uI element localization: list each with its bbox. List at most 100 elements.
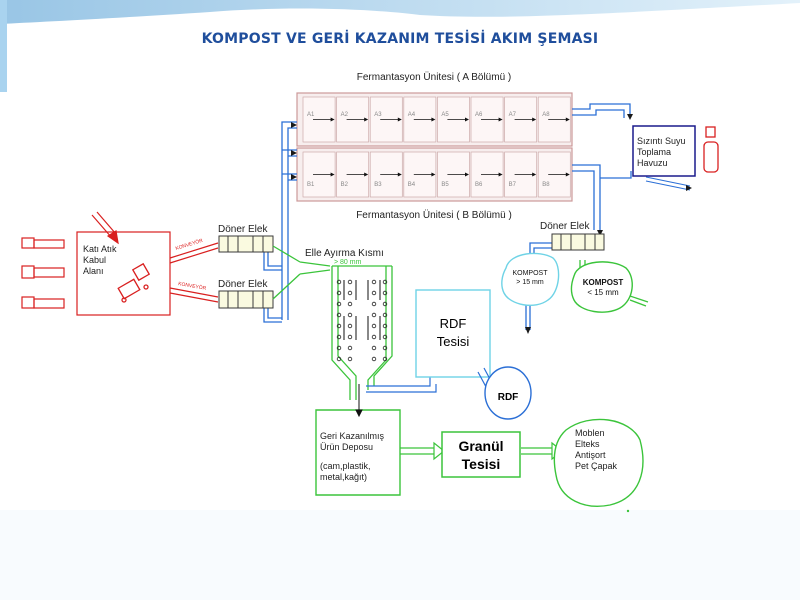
- sorting-station: [336, 323, 342, 329]
- sorting-station: [347, 334, 353, 340]
- ferm-flow-arrowhead: [431, 172, 436, 177]
- sorting-station: [347, 290, 353, 296]
- kompost-gt15-line2: > 15 mm: [516, 279, 544, 286]
- ferm-cell-label: A3: [374, 112, 382, 118]
- sorting-station: [347, 323, 353, 329]
- ferm-a-cells: A1 A2 A3 A4 A5 A6 A7 A8: [302, 96, 571, 143]
- doner-elek-1-label: Döner Elek: [218, 224, 268, 235]
- ferm-cell-label: B8: [542, 182, 550, 188]
- sizinti-line3: Havuzu: [637, 158, 668, 168]
- product-item: Antişort: [575, 450, 606, 460]
- doner-elek-2: [218, 290, 274, 309]
- ferm-cell-label: A5: [441, 112, 449, 118]
- ferm-flow-arrowhead: [532, 172, 537, 177]
- green-flow-lines: [272, 245, 649, 496]
- rdf-tesisi-box: [415, 289, 491, 378]
- sorting-station: [371, 334, 377, 340]
- granul-line1: Granül: [458, 438, 503, 454]
- sorting-station: [371, 279, 377, 285]
- tank-icon: [703, 126, 719, 173]
- sorting-station: [371, 290, 377, 296]
- ferm-flow-arrowhead: [565, 172, 570, 177]
- depo-line2: Ürün Deposu: [320, 442, 373, 452]
- depo-line4: (cam,plastik,: [320, 461, 371, 471]
- rdf-tesisi-line2: Tesisi: [437, 334, 470, 349]
- ferm-flow-arrowhead: [364, 117, 369, 122]
- ferm-cell-label: B3: [374, 182, 382, 188]
- kompost-gt15-line1: KOMPOST: [512, 270, 548, 277]
- sorting-station: [347, 279, 353, 285]
- ferm-flow-arrowhead: [465, 117, 469, 122]
- ferm-a-label: Fermantasyon Ünitesi ( A Bölümü ): [357, 71, 512, 83]
- sorting-station: [371, 323, 377, 329]
- depo-line1: Geri Kazanılmış: [320, 431, 385, 441]
- sorting-station: [347, 312, 353, 318]
- sizinti-line1: Sızıntı Suyu: [637, 136, 686, 146]
- ferm-cell-label: B5: [441, 182, 449, 188]
- product-item: Moblen: [575, 428, 605, 438]
- truck-icon: [117, 262, 151, 303]
- sorting-station: [347, 345, 353, 351]
- ferm-flow-arrowhead: [431, 117, 436, 122]
- ferm-cell-label: A1: [307, 112, 315, 118]
- sorting-station: [336, 345, 342, 351]
- sorting-station: [371, 356, 377, 362]
- truck-left-2-icon: [21, 265, 65, 279]
- rdf-tesisi-line1: RDF: [440, 316, 467, 331]
- sizinti-box: [632, 125, 696, 177]
- ferm-flow-arrowhead: [397, 172, 402, 177]
- ferm-cell-label: B6: [475, 182, 483, 188]
- ferm-flow-arrowhead: [465, 172, 469, 177]
- kompost-gt15-pile: [501, 252, 560, 307]
- ferm-cell-label: B1: [307, 182, 315, 188]
- kabul-line1: Katı Atık: [83, 244, 117, 254]
- kompost-lt15-pile: [570, 261, 633, 313]
- sizinti-line2: Toplama: [637, 147, 671, 157]
- ferm-cell-label: A8: [542, 112, 550, 118]
- kabul-box: [76, 231, 171, 316]
- product-item: Elteks: [575, 439, 600, 449]
- page-title: KOMPOST VE GERİ KAZANIM TESİSİ AKIM ŞEMA…: [201, 31, 599, 47]
- gt80-label: > 80 mm: [334, 259, 362, 266]
- rdf-pile-label: RDF: [498, 392, 519, 403]
- sorting-station: [371, 301, 377, 307]
- depo-line5: metal,kağıt): [320, 472, 367, 482]
- manual-sorting-stations: [336, 279, 388, 362]
- sorting-station: [382, 312, 388, 318]
- blue-flow-lines: [263, 103, 691, 330]
- ferm-cell-label: B4: [408, 182, 416, 188]
- ferm-cell-label: A6: [475, 112, 483, 118]
- sorting-station: [382, 334, 388, 340]
- sorting-station: [382, 279, 388, 285]
- conveyor-top-label: KONVEYÖR: [175, 237, 205, 252]
- dot-marker: [626, 509, 630, 513]
- sorting-station: [336, 279, 342, 285]
- kabul-line2: Kabul: [83, 255, 106, 265]
- truck-left-3-icon: [21, 296, 65, 309]
- ferm-cell-label: B2: [341, 182, 349, 188]
- sorting-arrows: [343, 280, 381, 418]
- incoming-arrow-icon: [91, 211, 119, 245]
- conveyor-bottom: [169, 287, 219, 303]
- ferm-cell-label: A4: [408, 112, 416, 118]
- product-item: Pet Çapak: [575, 461, 618, 471]
- sorting-station: [382, 290, 388, 296]
- ferm-flow-arrowhead: [532, 117, 537, 122]
- sorting-station: [371, 345, 377, 351]
- ferm-b-cells: B1 B2 B3 B4 B5 B6 B7 B8: [302, 151, 571, 198]
- rdf-feed-line: [366, 375, 437, 393]
- sorting-station: [336, 312, 342, 318]
- ferm-cell-label: B7: [509, 182, 517, 188]
- ferm-flow-arrowhead: [330, 172, 335, 177]
- ferm-cell-label: A2: [341, 112, 349, 118]
- doner-elek-3-label: Döner Elek: [540, 221, 590, 232]
- flow-arrows: [291, 114, 692, 334]
- ferm-cell-label: A7: [509, 112, 517, 118]
- rdf-pile: [484, 366, 532, 420]
- sorting-station: [371, 312, 377, 318]
- sorting-station: [347, 301, 353, 307]
- conveyor-bottom-label: KONVEYÖR: [178, 280, 208, 292]
